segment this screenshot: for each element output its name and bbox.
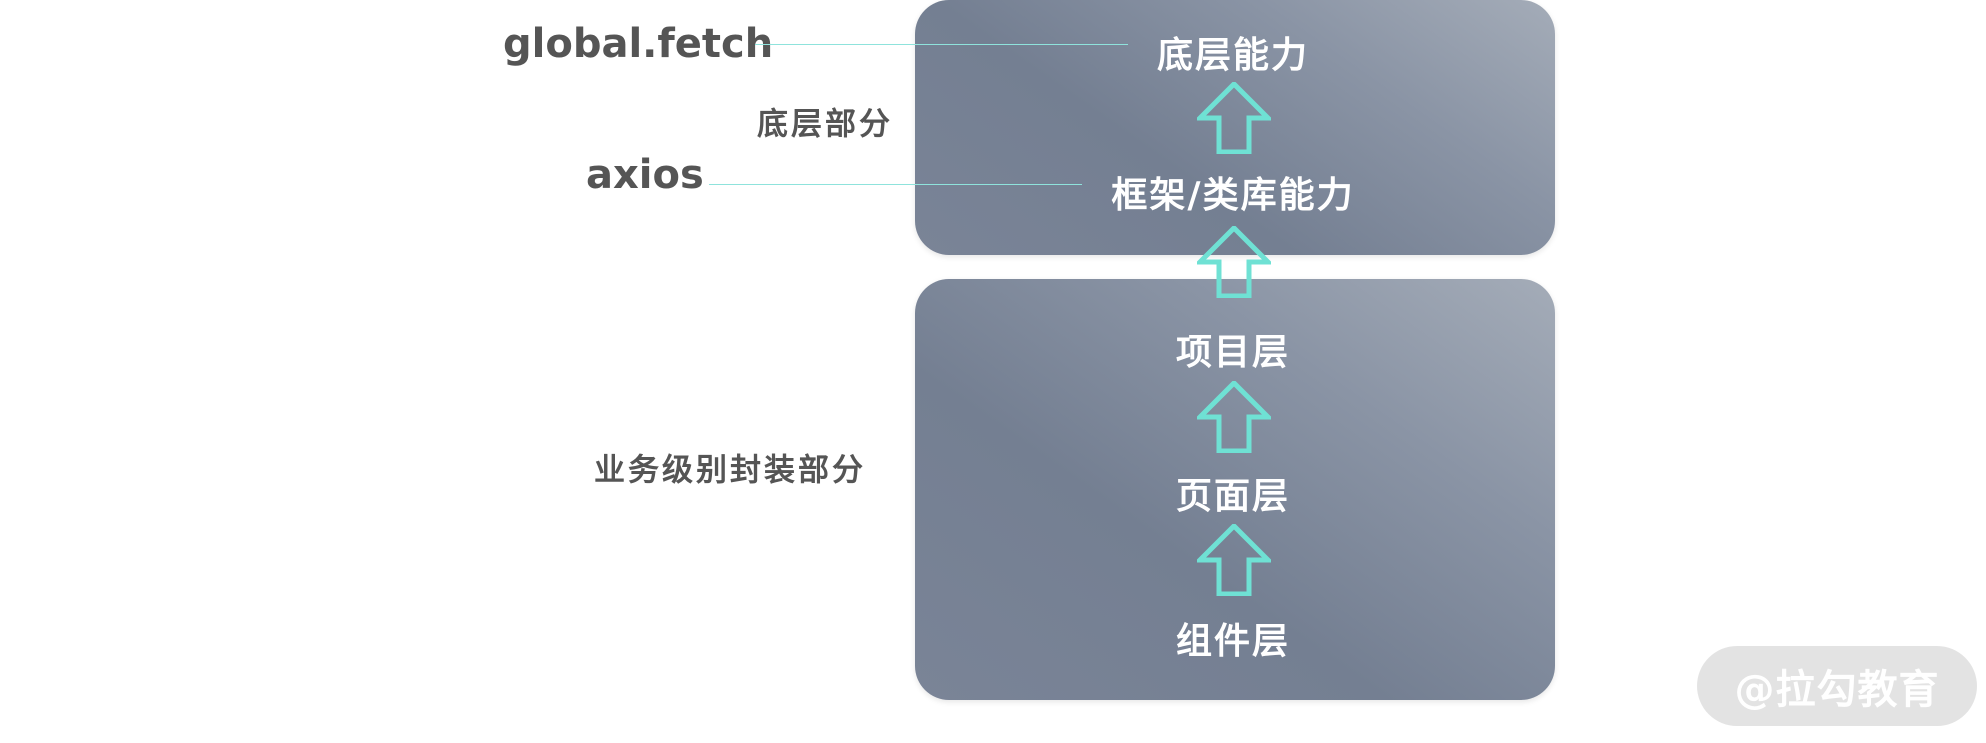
leader-line-axios (709, 184, 1082, 185)
layer-project: 项目层 (1175, 332, 1291, 373)
watermark-text: @拉勾教育 (1734, 667, 1940, 713)
bottom-layer-box (915, 0, 1555, 255)
arrow-up-icon (1197, 381, 1271, 453)
layer-page: 页面层 (1175, 476, 1291, 517)
label-axios: axios (586, 152, 704, 198)
watermark-badge: @拉勾教育 (1697, 646, 1977, 726)
arrow-up-icon (1197, 524, 1271, 596)
label-global-fetch: global.fetch (503, 21, 774, 67)
leader-line-fetch (755, 44, 1128, 45)
label-bottom-part: 底层部分 (757, 106, 893, 143)
layer-component: 组件层 (1175, 621, 1291, 662)
layer-framework-capability: 框架/类库能力 (1111, 175, 1355, 216)
layer-base-capability: 底层能力 (1156, 35, 1310, 76)
business-layer-box (915, 279, 1555, 700)
arrow-up-icon (1197, 226, 1271, 298)
arrow-up-icon (1197, 82, 1271, 154)
label-business-part: 业务级别封装部分 (594, 452, 866, 489)
